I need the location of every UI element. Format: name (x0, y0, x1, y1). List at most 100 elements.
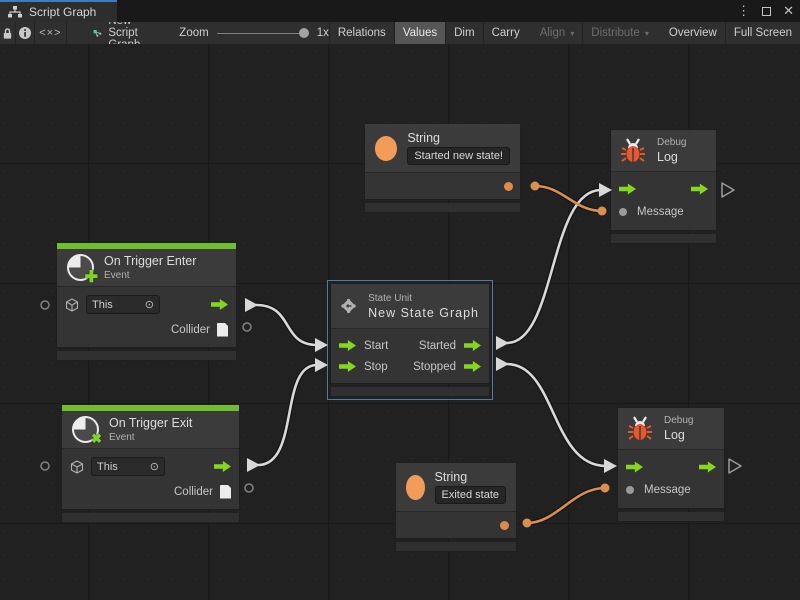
graph-canvas[interactable]: String Started new state! (0, 44, 800, 600)
wire-dot (522, 518, 532, 528)
string-value-input[interactable]: Started new state! (407, 147, 510, 165)
zoom-slider-thumb[interactable] (298, 28, 309, 38)
zoom-slider-track (216, 32, 309, 34)
node-debug-log-bottom[interactable]: Debug Log Message (617, 407, 725, 522)
code-preview-button[interactable]: <×> (35, 22, 68, 44)
message-input-port[interactable] (619, 208, 627, 216)
target-icon: ⊙ (149, 461, 159, 473)
wire-string-to-message-top (533, 184, 604, 213)
toolbar-right-group: Relations Values Dim Carry Align ▾ Distr… (328, 22, 800, 44)
node-title: String (434, 470, 468, 484)
trigger-enter-icon: ✚ (67, 254, 98, 286)
flow-input-port[interactable] (626, 461, 643, 473)
wire-dot (600, 483, 610, 493)
graph-hierarchy-icon (8, 6, 22, 18)
align-label: Align (539, 27, 566, 39)
flow-output-port[interactable] (214, 461, 231, 472)
zoom-slider[interactable] (216, 28, 309, 38)
string-output-port[interactable] (504, 182, 513, 191)
node-title: On Trigger Enter (104, 254, 197, 268)
wire-started-to-log (505, 188, 603, 345)
node-title: On Trigger Exit (109, 416, 193, 430)
unconnected-flow-triangle (728, 458, 742, 474)
node-footer (617, 512, 725, 522)
window-buttons: ⋮ ✕ (737, 0, 798, 22)
wire-tail (496, 357, 509, 371)
cube-icon (70, 459, 84, 474)
node-string-bottom[interactable]: String Exited state (395, 462, 517, 552)
unconnected-port-circle (40, 461, 50, 471)
node-debug-log-top[interactable]: Debug Log Message (610, 129, 717, 244)
started-output-port[interactable] (464, 340, 481, 351)
wire-tail (245, 298, 258, 312)
graph-name-header: New Script Graph (67, 22, 157, 44)
node-state-unit[interactable]: State Unit New State Graph Start Started (327, 280, 493, 400)
stopped-output-port[interactable] (464, 361, 481, 372)
string-output-port[interactable] (500, 521, 509, 530)
menu-icon[interactable]: ⋮ (737, 3, 751, 18)
wire-enter-to-start (254, 303, 319, 347)
values-toggle[interactable]: Values (393, 22, 446, 44)
zoom-label: Zoom (179, 27, 209, 39)
flow-input-port[interactable] (619, 183, 636, 195)
tab-script-graph[interactable]: Script Graph (0, 0, 117, 22)
trigger-exit-icon: ✖ (72, 416, 102, 446)
plus-icon: ✚ (84, 269, 98, 286)
state-unit-icon (341, 298, 356, 314)
self-target-value: This (97, 460, 118, 473)
unconnected-port-circle (242, 322, 252, 332)
collider-doc-icon (217, 322, 228, 337)
code-icon: <×> (39, 27, 62, 39)
message-label: Message (644, 484, 691, 496)
self-target-value: This (92, 298, 113, 311)
lock-icon (3, 27, 12, 39)
zoom-control: Zoom 1x (179, 22, 329, 44)
align-dropdown[interactable]: Align ▾ (532, 22, 583, 44)
overview-button[interactable]: Overview (668, 27, 717, 39)
node-on-trigger-enter[interactable]: ✚ On Trigger Enter Event This ⊙ (56, 242, 237, 361)
cross-icon: ✖ (91, 431, 102, 446)
wire-head (604, 459, 617, 473)
node-on-trigger-exit[interactable]: ✖ On Trigger Exit Event This ⊙ (61, 404, 240, 523)
carry-toggle[interactable]: Carry (482, 22, 528, 44)
lock-button[interactable] (0, 22, 16, 44)
node-category: Event (109, 432, 135, 443)
flow-output-port[interactable] (699, 461, 716, 473)
wire-head (315, 338, 328, 352)
node-string-top[interactable]: String Started new state! (364, 123, 521, 213)
node-footer (330, 387, 490, 397)
unconnected-flow-triangle (721, 182, 735, 198)
maximize-icon[interactable] (762, 6, 772, 16)
wire-tail (496, 336, 509, 350)
info-button[interactable] (16, 22, 35, 44)
wire-head (315, 358, 328, 372)
node-category: State Unit (368, 292, 413, 304)
stop-input-port[interactable] (339, 361, 356, 372)
self-target-dropdown[interactable]: This ⊙ (91, 457, 165, 476)
node-footer (56, 351, 237, 361)
start-input-port[interactable] (339, 340, 356, 351)
tab-bar: Script Graph ⋮ ✕ (0, 0, 800, 22)
distribute-dropdown[interactable]: Distribute ▾ (582, 22, 657, 44)
close-icon[interactable]: ✕ (783, 3, 794, 18)
node-footer (395, 542, 517, 552)
fullscreen-button[interactable]: Full Screen (724, 22, 800, 44)
node-category: Debug (657, 137, 687, 148)
self-target-dropdown[interactable]: This ⊙ (86, 295, 160, 314)
flow-output-port[interactable] (211, 299, 228, 310)
zoom-value: 1x (316, 27, 329, 39)
start-label: Start (364, 339, 389, 352)
node-category: Event (104, 270, 130, 281)
flow-output-port[interactable] (691, 183, 708, 195)
relations-toggle[interactable]: Relations (328, 22, 394, 44)
node-footer (364, 203, 521, 213)
stop-label: Stop (364, 360, 388, 373)
unconnected-port-circle (40, 300, 50, 310)
chevron-down-icon: ▾ (570, 28, 575, 38)
string-value-input[interactable]: Exited state (434, 486, 506, 504)
message-input-port[interactable] (626, 486, 634, 494)
dim-toggle[interactable]: Dim (445, 22, 482, 44)
node-title: New State Graph (368, 305, 479, 320)
wire-tail (247, 458, 260, 472)
